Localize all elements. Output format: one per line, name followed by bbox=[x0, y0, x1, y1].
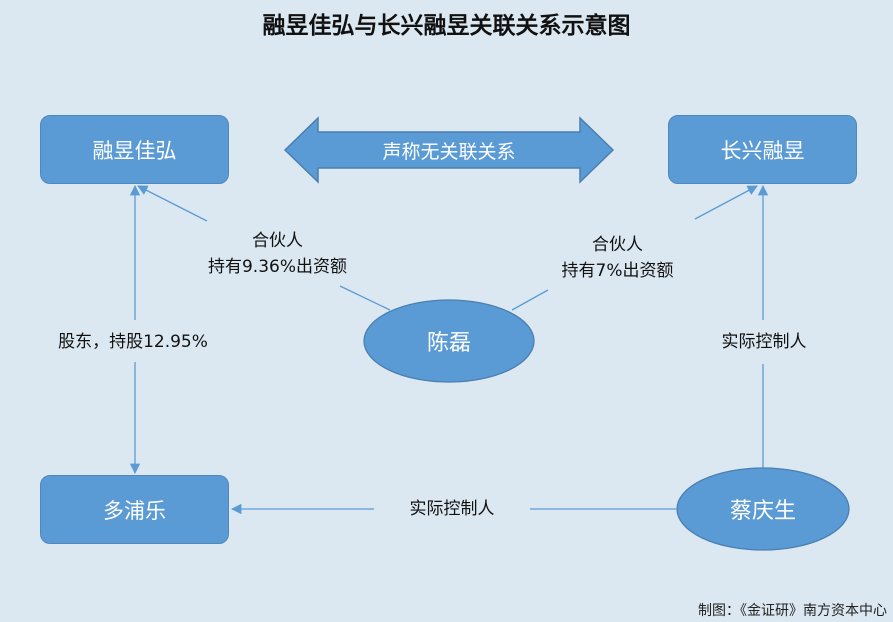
edge-label-chen-changxing: 合伙人 持有7%出资额 bbox=[535, 232, 700, 284]
double-arrow-shape bbox=[283, 116, 615, 184]
double-arrow-label: 声称无关联关系 bbox=[382, 140, 516, 163]
node-cai-qingsheng-label: 蔡庆生 bbox=[729, 499, 796, 524]
edge-label-chen-jiahong-role: 合伙人 bbox=[252, 231, 303, 251]
edge-label-cai-changxing: 实际控制人 bbox=[708, 329, 820, 355]
edge-label-jiahong-duopule: 股东，持股12.95% bbox=[48, 329, 218, 355]
edge-label-chen-jiahong: 合伙人 持有9.36%出资额 bbox=[190, 228, 365, 280]
edge-chen-to-changxing-lower bbox=[511, 289, 549, 311]
edge-label-chen-changxing-share: 持有7%出资额 bbox=[561, 261, 674, 281]
node-changxing-rongyu: 长兴融昱 bbox=[668, 115, 857, 184]
credit-text: 制图：《金证研》南方资本中心 bbox=[698, 603, 887, 619]
cai-qingsheng-ellipse bbox=[676, 467, 850, 551]
edge-chen-to-changxing-upper bbox=[694, 185, 758, 220]
edge-label-cai-duopule: 实际控制人 bbox=[390, 496, 514, 522]
chen-lei-ellipse bbox=[363, 299, 535, 383]
node-chen-lei-label: 陈磊 bbox=[426, 331, 471, 356]
node-duopule: 多浦乐 bbox=[40, 475, 229, 544]
diagram-title: 融昱佳弘与长兴融昱关联关系示意图 bbox=[262, 13, 631, 39]
edge-label-chen-changxing-role: 合伙人 bbox=[592, 235, 643, 255]
edge-chen-to-jiahong-upper bbox=[137, 185, 208, 222]
node-rongyu-jiahong: 融昱佳弘 bbox=[40, 115, 229, 184]
edge-label-chen-jiahong-share: 持有9.36%出资额 bbox=[207, 257, 347, 277]
edge-chen-to-jiahong-lower bbox=[339, 285, 391, 311]
